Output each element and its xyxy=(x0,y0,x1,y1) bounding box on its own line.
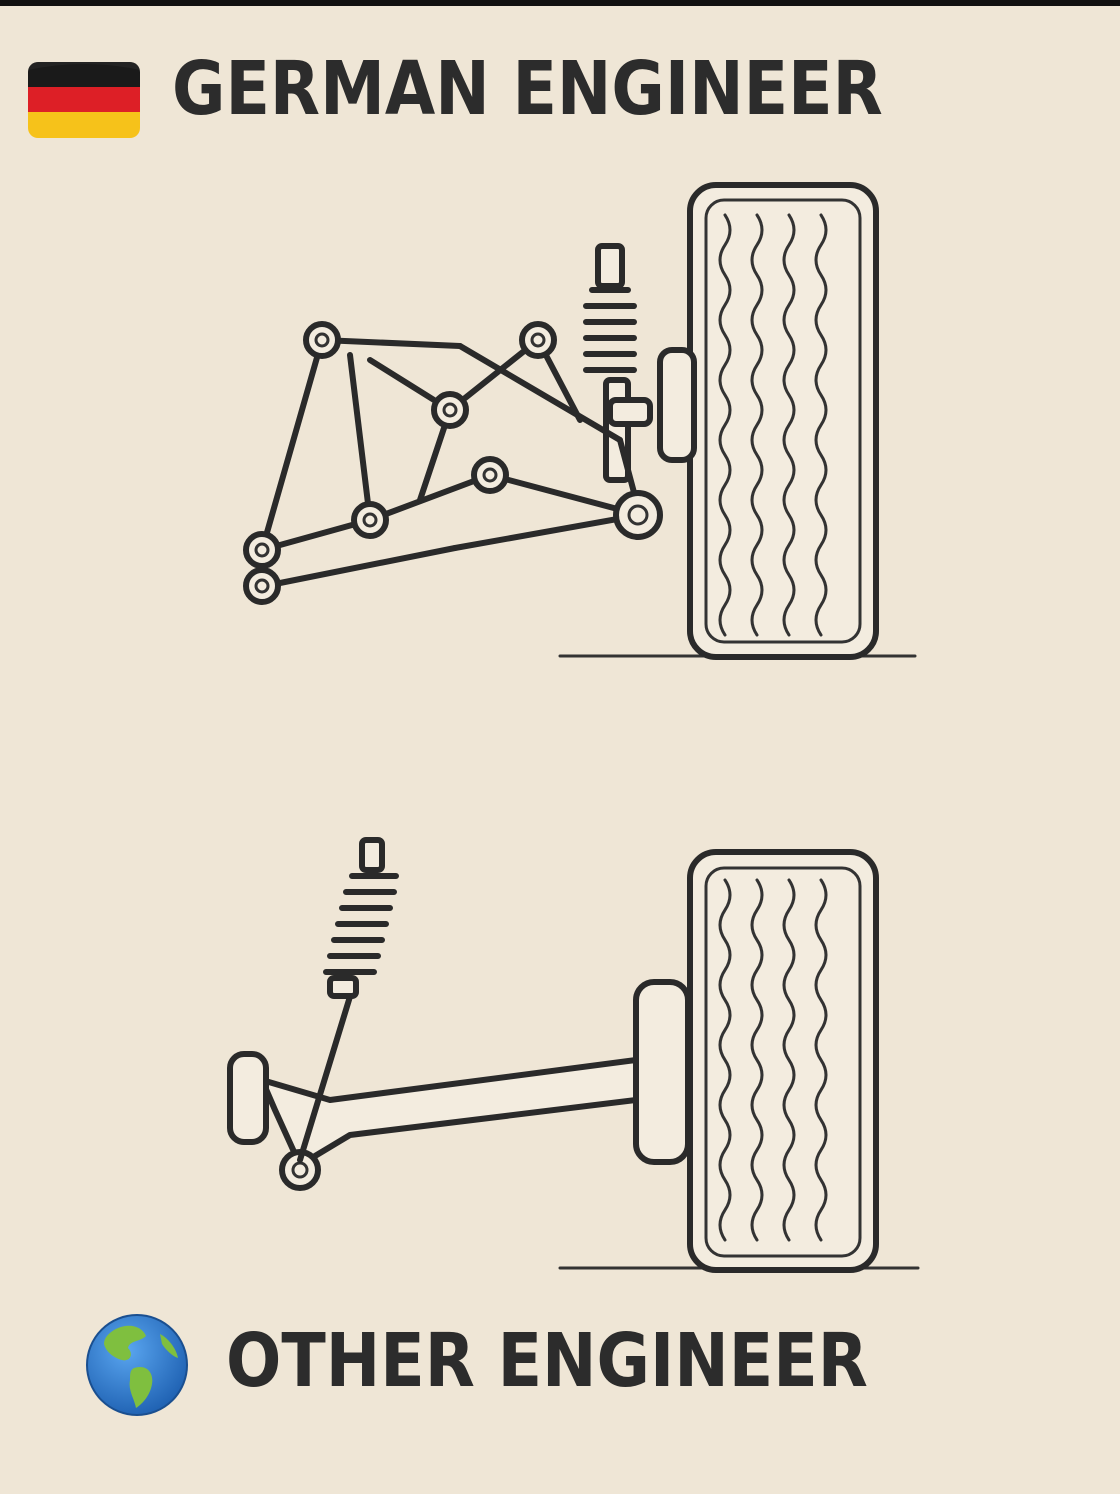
germany-flag-icon xyxy=(28,62,140,138)
top-control-links xyxy=(259,337,643,588)
top-shock-absorber xyxy=(583,243,653,483)
bottom-control-arm xyxy=(259,1057,639,1168)
top-tire xyxy=(687,182,879,660)
other-engineer-title: OTHER ENGINEER xyxy=(226,1318,868,1404)
bottom-shock-absorber xyxy=(297,837,399,1163)
top-bushings xyxy=(243,321,663,605)
bottom-hub xyxy=(633,979,691,1165)
globe-icon xyxy=(86,1314,188,1416)
top-border xyxy=(0,0,1120,6)
bottom-arm-bushing xyxy=(227,1051,269,1145)
bottom-tire xyxy=(687,849,879,1273)
german-engineer-title: GERMAN ENGINEER xyxy=(172,46,883,132)
